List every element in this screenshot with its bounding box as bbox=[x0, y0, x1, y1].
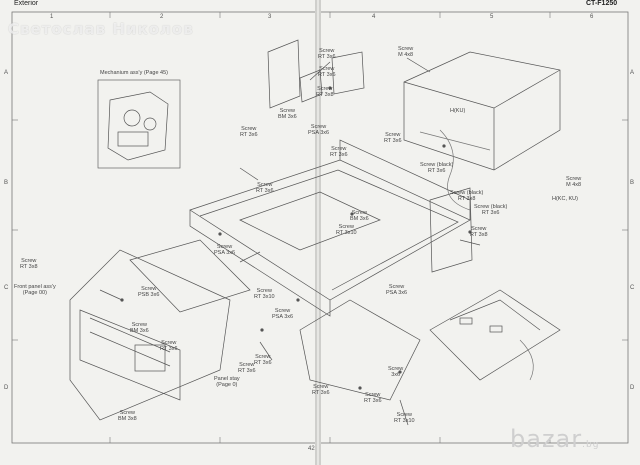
label-screw: Screw RT 3x6 bbox=[318, 48, 336, 60]
label-screw: Screw RT 3x6 bbox=[330, 146, 348, 158]
label-screw: Screw RT 3x6 bbox=[312, 384, 330, 396]
grid-row-a: A bbox=[4, 70, 9, 76]
label-screw: Screw RT 3x10 bbox=[336, 224, 357, 236]
label-panel-stay: Panel stay (Page 0) bbox=[214, 376, 240, 388]
grid-row-c-right: C bbox=[630, 285, 635, 291]
label-screw: Screw (black) RT 3x6 bbox=[420, 162, 454, 174]
label-screw: Screw PSA 3x6 bbox=[308, 124, 330, 136]
label-screw: Screw 3x6 bbox=[388, 366, 404, 378]
model-number: CT-F1250 bbox=[586, 0, 618, 7]
label-screw: Screw PSB 3x6 bbox=[138, 286, 160, 298]
label-hkcku: H(KC, KU) bbox=[552, 196, 578, 202]
label-screw: Screw RT 3x6 bbox=[256, 182, 274, 194]
label-front-panel: Front panel ass'y (Page 00) bbox=[14, 284, 56, 296]
label-screw: Screw RT 3x6 bbox=[364, 392, 382, 404]
label-screw: Screw (black) RT 3x6 bbox=[474, 204, 508, 216]
grid-row-c: C bbox=[4, 285, 9, 291]
label-screw: Screw RT 3x8 bbox=[316, 86, 334, 98]
grid-row-d-right: D bbox=[630, 385, 635, 391]
label-screw: Screw PSA 3x6 bbox=[386, 284, 408, 296]
label-screw: Screw RT 3x6 bbox=[254, 354, 272, 366]
grid-row-d: D bbox=[4, 385, 9, 391]
label-screw: Screw M 4x8 bbox=[566, 176, 582, 188]
label-screw: Screw (black) RT 3x8 bbox=[450, 190, 484, 202]
label-hku: H(KU) bbox=[450, 108, 466, 114]
grid-column-4: 4 bbox=[372, 14, 376, 20]
label-screw: Screw BM 3x6 bbox=[350, 210, 369, 222]
grid-column-2: 2 bbox=[160, 14, 164, 20]
label-screw: Screw RT 3x6 bbox=[160, 340, 178, 352]
page-number: 42 bbox=[308, 446, 315, 452]
label-screw: Screw BM 3x6 bbox=[130, 322, 149, 334]
label-screw: Screw RT 3x10 bbox=[394, 412, 415, 424]
label-screw: Screw RT 3x6 bbox=[384, 132, 402, 144]
grid-column-5: 5 bbox=[490, 14, 494, 20]
label-screw: Screw BM 3x6 bbox=[278, 108, 297, 120]
watermark-text: Светослав Николов bbox=[8, 20, 194, 38]
label-screw: Screw BM 3x8 bbox=[118, 410, 137, 422]
grid-row-b-right: B bbox=[630, 180, 635, 186]
label-screw: Screw M 4x8 bbox=[398, 46, 414, 58]
grid-row-b: B bbox=[4, 180, 9, 186]
label-screw: Screw RT 3x6 bbox=[318, 66, 336, 78]
label-screw: Screw PSA 3x6 bbox=[214, 244, 236, 256]
label-screw: Screw RT 3x8 bbox=[20, 258, 38, 270]
grid-column-6: 6 bbox=[590, 14, 594, 20]
label-screw: Screw RT 3x10 bbox=[254, 288, 275, 300]
label-screw: Screw RT 3x8 bbox=[470, 226, 488, 238]
label-screw: Screw RT 3x6 bbox=[240, 126, 258, 138]
bazar-logo: bazar.bg bbox=[510, 425, 600, 453]
label-screw: Screw PSA 3x6 bbox=[272, 308, 294, 320]
grid-column-1: 1 bbox=[50, 14, 54, 20]
section-title: Exterior bbox=[14, 0, 39, 7]
label-screw: Screw RT 3x6 bbox=[238, 362, 256, 374]
grid-row-a-right: A bbox=[630, 70, 635, 76]
grid-column-3: 3 bbox=[268, 14, 272, 20]
label-mechanism: Mechanium ass'y (Page 45) bbox=[100, 70, 168, 76]
